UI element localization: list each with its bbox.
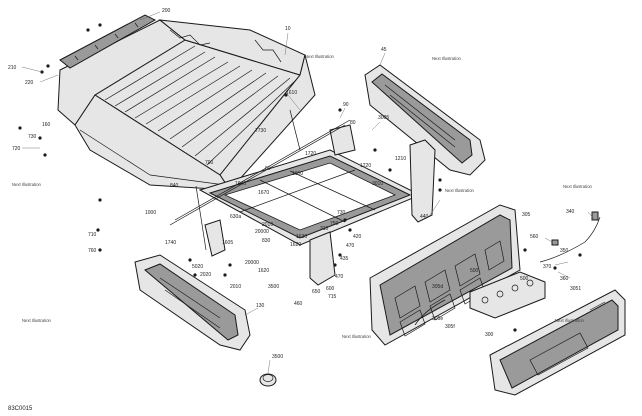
callout-440: 440 bbox=[420, 214, 429, 220]
callout-1605: 1605 bbox=[222, 240, 233, 246]
tailgate-inner bbox=[369, 204, 521, 346]
callout-60: 60 bbox=[265, 166, 271, 172]
latch-assembly bbox=[469, 271, 546, 319]
callout-370: 370 bbox=[543, 264, 552, 270]
callout-1630: 1630 bbox=[296, 234, 307, 240]
callout-500b: 500 bbox=[470, 268, 479, 274]
callout-470: 470 bbox=[346, 243, 355, 249]
callout-5020: 5020 bbox=[192, 264, 203, 270]
callout-3005: 3005 bbox=[378, 115, 389, 121]
callout-1610: 1610 bbox=[286, 90, 297, 96]
callout-3010: 3010 bbox=[372, 181, 383, 187]
next-illustration-tag: Next Illustration bbox=[445, 188, 475, 193]
callout-2020: 2020 bbox=[200, 272, 211, 278]
callout-470b: 470 bbox=[335, 274, 344, 280]
diagram-code: 83C0015 bbox=[8, 406, 33, 412]
callout-20000b: 20000 bbox=[245, 260, 259, 266]
fasteners bbox=[18, 23, 582, 332]
callout-310: 310 bbox=[320, 226, 329, 232]
callout-45: 45 bbox=[381, 47, 387, 53]
callout-1220: 1220 bbox=[360, 163, 371, 169]
callout-650: 650 bbox=[312, 289, 321, 295]
cargo-box bbox=[57, 19, 316, 191]
callout-1720: 1720 bbox=[305, 151, 316, 157]
callout-305e: 305e bbox=[432, 316, 443, 322]
callout-830: 830 bbox=[262, 238, 271, 244]
callout-3500b: 3500 bbox=[272, 354, 283, 360]
callout-2010b: 2010 bbox=[230, 284, 241, 290]
callout-7730: 7730 bbox=[255, 128, 266, 134]
callout-2010: 2010 bbox=[262, 222, 273, 228]
callout-1740: 1740 bbox=[165, 240, 176, 246]
callout-840: 840 bbox=[170, 183, 179, 189]
callout-10: 10 bbox=[285, 26, 291, 32]
callout-1600: 1600 bbox=[292, 171, 303, 177]
next-illustration-tag: Next Illustration bbox=[342, 334, 372, 339]
callout-305: 305 bbox=[522, 212, 531, 218]
tailgate-outer bbox=[489, 289, 626, 396]
callout-3500: 3500 bbox=[268, 284, 279, 290]
callout-730b: 730 bbox=[337, 210, 346, 216]
callout-710: 710 bbox=[88, 232, 97, 238]
callout-210: 210 bbox=[8, 65, 17, 71]
callout-220: 220 bbox=[25, 80, 34, 86]
callout-460: 460 bbox=[294, 301, 303, 307]
callout-160: 160 bbox=[42, 122, 51, 128]
callout-3051: 3051 bbox=[570, 286, 581, 292]
callout-1640: 1640 bbox=[235, 181, 246, 187]
callout-1670: 1670 bbox=[258, 190, 269, 196]
support-rods bbox=[169, 109, 351, 251]
callout-1000: 1000 bbox=[145, 210, 156, 216]
callout-435: 435 bbox=[340, 256, 349, 262]
callout-200: 200 bbox=[162, 8, 171, 14]
callout-1210: 1210 bbox=[395, 156, 406, 162]
callout-1620: 1620 bbox=[290, 242, 301, 248]
callout-700: 700 bbox=[205, 160, 214, 166]
callout-305f: 305f bbox=[445, 324, 455, 330]
spacer-disk bbox=[259, 373, 277, 387]
callout-360: 360 bbox=[560, 276, 569, 282]
callout-340: 340 bbox=[566, 209, 575, 215]
callout-90: 90 bbox=[343, 102, 349, 108]
callout-760: 760 bbox=[88, 248, 97, 254]
callout-500: 500 bbox=[520, 276, 529, 282]
side-panel-right bbox=[364, 64, 486, 176]
callout-80: 80 bbox=[350, 120, 356, 126]
callout-730: 730 bbox=[28, 134, 37, 140]
next-illustration-tag: Next Illustration bbox=[563, 184, 593, 189]
side-panel-left bbox=[134, 254, 251, 351]
callout-560: 560 bbox=[530, 234, 539, 240]
next-illustration-tags: Next Illustration Next Illustration Next… bbox=[12, 54, 593, 339]
next-illustration-tag: Next Illustration bbox=[22, 318, 52, 323]
callout-630a: 630a bbox=[230, 214, 241, 220]
callout-labels: 200 210 220 10 45 1610 90 80 3005 1210 1… bbox=[8, 8, 581, 360]
callout-715: 715 bbox=[328, 294, 337, 300]
callout-750: 750 bbox=[330, 221, 339, 227]
top-rail bbox=[59, 14, 157, 69]
leader-lines bbox=[21, 11, 596, 374]
next-illustration-tag: Next Illustration bbox=[305, 54, 335, 59]
callout-720: 720 bbox=[12, 146, 21, 152]
callout-20000: 20000 bbox=[255, 229, 269, 235]
next-illustration-tag: Next Illustration bbox=[555, 318, 585, 323]
next-illustration-tag: Next Illustration bbox=[432, 56, 462, 61]
callout-300: 300 bbox=[485, 332, 494, 338]
callout-600: 600 bbox=[326, 286, 335, 292]
callout-350: 350 bbox=[560, 248, 569, 254]
next-illustration-tag: Next Illustration bbox=[12, 182, 42, 187]
frame bbox=[198, 124, 436, 286]
callout-1620b: 1620 bbox=[258, 268, 269, 274]
callout-420: 420 bbox=[353, 234, 362, 240]
callout-130: 130 bbox=[256, 303, 265, 309]
callout-305d: 305d bbox=[432, 284, 443, 290]
